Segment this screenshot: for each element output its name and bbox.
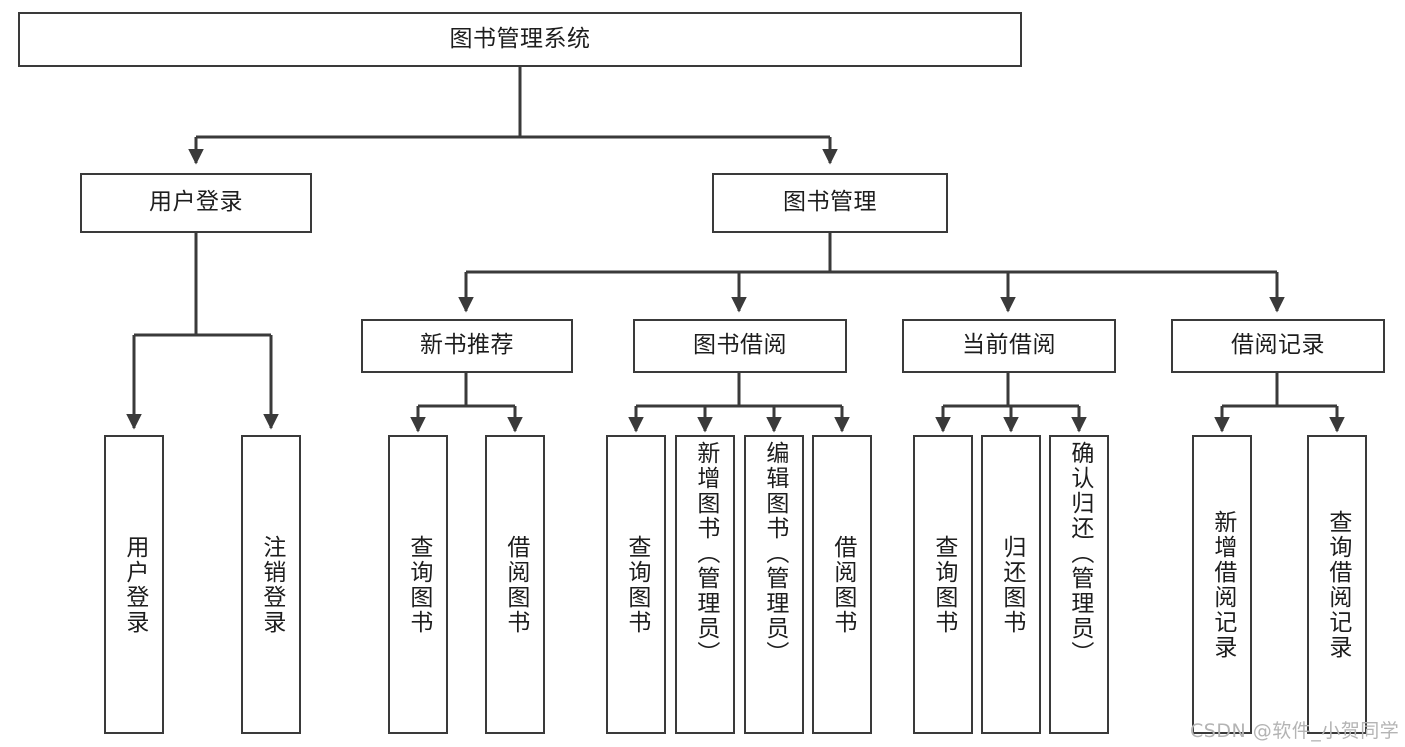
node-label: 图书管理系统 xyxy=(449,25,591,52)
node-label: 确认归还（管理员） xyxy=(1066,441,1093,666)
node-current-borrow[interactable]: 当前借阅 xyxy=(902,319,1116,373)
leaf-confirm-return-admin[interactable]: 确认归还（管理员） xyxy=(1049,435,1109,734)
watermark-text: CSDN @软件_小贺同学 xyxy=(1190,720,1400,742)
node-label: 用户登录 xyxy=(149,189,243,216)
leaf-query-borrow-record[interactable]: 查询借阅记录 xyxy=(1307,435,1367,734)
node-label: 注销登录 xyxy=(258,534,285,635)
leaf-edit-book-admin[interactable]: 编辑图书（管理员） xyxy=(744,435,804,734)
node-label: 归还图书 xyxy=(998,534,1025,635)
node-label: 新书推荐 xyxy=(420,332,514,359)
node-label: 用户登录 xyxy=(121,534,148,635)
leaf-borrow-book[interactable]: 借阅图书 xyxy=(812,435,872,734)
node-label: 图书借阅 xyxy=(693,332,787,359)
node-book-borrow[interactable]: 图书借阅 xyxy=(633,319,847,373)
node-label: 新增图书（管理员） xyxy=(692,441,719,666)
node-label: 查询借阅记录 xyxy=(1324,509,1351,660)
node-label: 当前借阅 xyxy=(962,332,1056,359)
node-label: 查询图书 xyxy=(623,534,650,635)
leaf-query-book-current[interactable]: 查询图书 xyxy=(913,435,973,734)
node-label: 编辑图书（管理员） xyxy=(761,441,788,666)
node-new-book-recommend[interactable]: 新书推荐 xyxy=(361,319,573,373)
node-label: 查询图书 xyxy=(405,534,432,635)
node-label: 新增借阅记录 xyxy=(1209,509,1236,660)
leaf-add-book-admin[interactable]: 新增图书（管理员） xyxy=(675,435,735,734)
node-label: 图书管理 xyxy=(783,189,877,216)
leaf-return-book[interactable]: 归还图书 xyxy=(981,435,1041,734)
node-book-management[interactable]: 图书管理 xyxy=(712,173,948,233)
node-borrow-record[interactable]: 借阅记录 xyxy=(1171,319,1385,373)
leaf-borrow-book-new[interactable]: 借阅图书 xyxy=(485,435,545,734)
leaf-user-login[interactable]: 用户登录 xyxy=(104,435,164,734)
leaf-user-logout[interactable]: 注销登录 xyxy=(241,435,301,734)
node-label: 查询图书 xyxy=(930,534,957,635)
node-user-login[interactable]: 用户登录 xyxy=(80,173,312,233)
leaf-add-borrow-record[interactable]: 新增借阅记录 xyxy=(1192,435,1252,734)
leaf-query-book-new[interactable]: 查询图书 xyxy=(388,435,448,734)
node-label: 借阅图书 xyxy=(829,534,856,635)
node-root-book-management-system[interactable]: 图书管理系统 xyxy=(18,12,1022,67)
node-label: 借阅记录 xyxy=(1231,332,1325,359)
leaf-query-book-borrow[interactable]: 查询图书 xyxy=(606,435,666,734)
node-label: 借阅图书 xyxy=(502,534,529,635)
